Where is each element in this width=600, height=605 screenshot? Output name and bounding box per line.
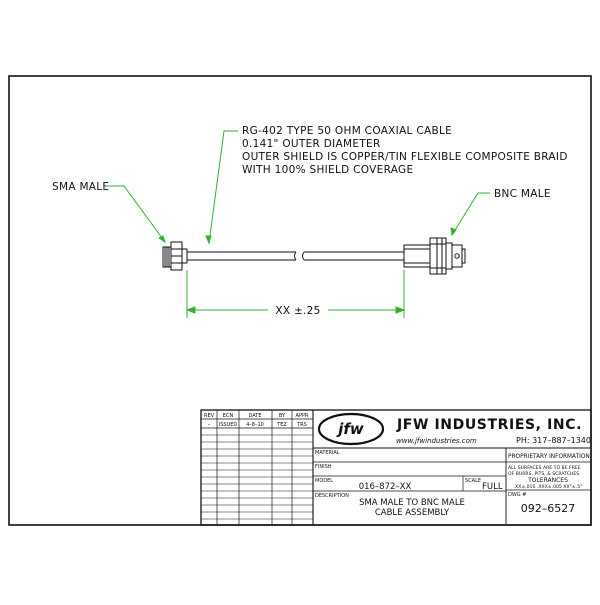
finish-label: FINISH: [315, 464, 332, 470]
model-value: 016–872–XX: [359, 482, 412, 492]
cable-leader: [208, 130, 238, 244]
revision-block: REV ECN DATE BY APPR – ISSUED 4–8–10 TEZ…: [204, 413, 309, 428]
coax-cable: [187, 251, 404, 261]
date-cell: 4–8–10: [246, 422, 264, 428]
description-line: CABLE ASSEMBLY: [375, 508, 450, 518]
description-line: SMA MALE TO BNC MALE: [359, 498, 465, 508]
rev-header: REV: [204, 413, 215, 419]
scale-label: SCALE: [465, 478, 481, 484]
cable-note: RG-402 TYPE 50 OHM COAXIAL CABLE 0.141" …: [242, 125, 568, 176]
cable-note-line: WITH 100% SHIELD COVERAGE: [242, 164, 413, 176]
bnc-leader: [451, 192, 490, 236]
material-label: MATERIAL: [315, 450, 340, 456]
cable-note-line: OUTER SHIELD IS COPPER/TIN FLEXIBLE COMP…: [242, 151, 568, 163]
appr-header: APPR: [296, 413, 309, 419]
length-dimension: [185, 270, 406, 318]
scale-value: FULL: [482, 482, 503, 492]
by-cell: TEZ: [276, 422, 287, 428]
description-label: DESCRIPTION: [315, 493, 349, 499]
dwg-label: DWG #: [508, 492, 526, 498]
tolerances-value: .XX±.010 .XXX±.005 XX°±.5°: [514, 484, 583, 490]
company-phone: PH: 317–887–1340: [516, 436, 591, 445]
rev-cell: –: [208, 422, 211, 428]
proprietary-info: PROPRIETARY INFORMATION: [508, 454, 590, 460]
sma-connector: [162, 241, 188, 271]
burrs-note: OF BURRS, PITS, & SCRATCHES: [508, 471, 579, 477]
dimension-label: XX ±.25: [275, 305, 320, 317]
burrs-note: ALL SURFACES ARE TO BE FREE: [508, 465, 581, 471]
cable-note-line: 0.141" OUTER DIAMETER: [242, 138, 381, 150]
ecn-header: ECN: [223, 413, 234, 419]
company-name: JFW INDUSTRIES, INC.: [396, 417, 582, 433]
leader-arrowhead: [205, 235, 212, 245]
cable-note-line: RG-402 TYPE 50 OHM COAXIAL CABLE: [242, 125, 452, 137]
logo-text: jfw: [336, 420, 364, 438]
dwg-number: 092–6527: [521, 502, 576, 515]
by-header: BY: [279, 413, 286, 419]
tolerances-label: TOLERANCES: [527, 477, 568, 484]
leader-arrowhead: [158, 235, 166, 244]
jfw-logo: jfw: [317, 412, 385, 446]
bnc-connector: [403, 237, 466, 275]
leader-lines: [106, 130, 490, 245]
sma-leader: [106, 185, 166, 243]
company-website: www.jfwindustries.com: [396, 437, 477, 445]
date-header: DATE: [248, 413, 261, 419]
ecn-cell: ISSUED: [219, 422, 238, 428]
model-label: MODEL: [315, 478, 333, 484]
bnc-male-label: BNC MALE: [494, 188, 551, 200]
appr-cell: TRS: [296, 422, 307, 428]
sma-male-label: SMA MALE: [52, 181, 109, 193]
title-block: [200, 409, 592, 526]
leader-arrowhead: [450, 227, 457, 237]
